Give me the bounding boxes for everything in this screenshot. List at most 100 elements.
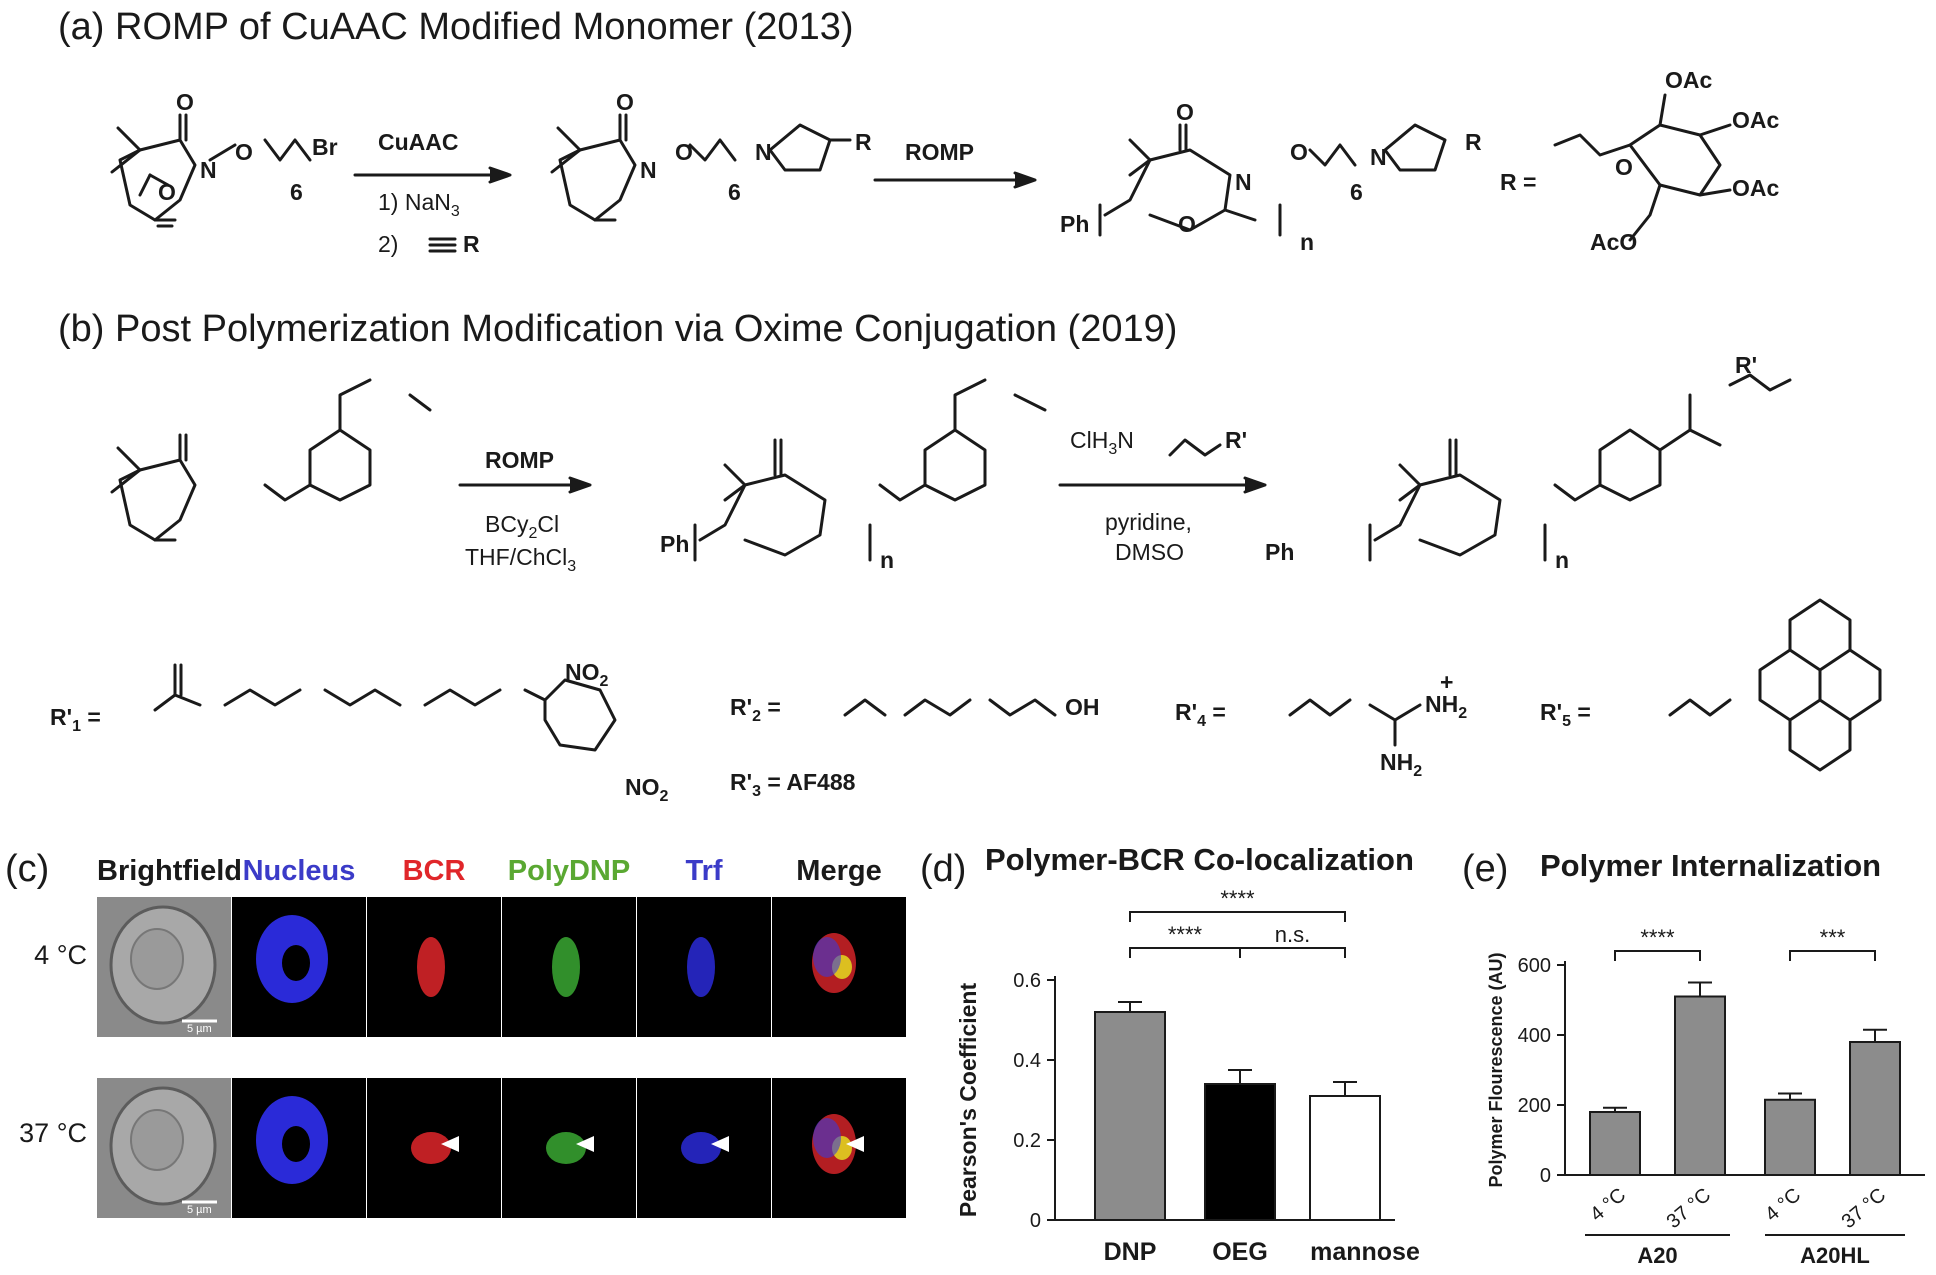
r2-oeg-structure xyxy=(843,698,1057,717)
micrograph-nucleus-37c xyxy=(232,1078,366,1218)
chart-e-title: Polymer Internalization xyxy=(1540,848,1882,883)
y-tick-label: 0.4 xyxy=(1013,1050,1041,1072)
arrow-a1-top: CuAAC xyxy=(378,129,459,155)
atom-carbonyl-o: O xyxy=(176,89,194,115)
significance-bracket xyxy=(1789,950,1876,961)
acetylated-mannose-structure xyxy=(1553,93,1732,242)
r1-label: R'1 = xyxy=(50,704,101,735)
micrograph-polydnp-4c xyxy=(502,897,636,1037)
micrograph-image xyxy=(681,1132,729,1164)
significance-label: n.s. xyxy=(1275,922,1310,947)
panel-a-title: ROMP of CuAAC Modified Monomer (2013) xyxy=(115,6,854,48)
panel-a-heading: (a) ROMP of CuAAC Modified Monomer (2013… xyxy=(58,6,854,49)
micrograph-image xyxy=(417,937,445,997)
r4-guanidinium-structure xyxy=(1288,698,1422,747)
group-label: A20HL xyxy=(1800,1243,1870,1268)
atom-carbonyl-o-2: O xyxy=(616,89,634,115)
r2-label: R'2 = xyxy=(730,694,781,725)
r1-dinitrophenyl-structure xyxy=(153,663,617,752)
x-category-label: mannose xyxy=(1310,1238,1420,1266)
micrograph-image xyxy=(812,933,856,993)
fluorescence-signal xyxy=(687,937,715,997)
atom-n: N xyxy=(200,157,217,183)
atom-ph-b2: Ph xyxy=(1265,539,1294,565)
significance-bracket xyxy=(1129,911,1346,922)
monomer-ketone-structure xyxy=(110,378,432,542)
monomer-triazole-structure xyxy=(550,113,852,222)
x-category-label: 37 °C xyxy=(1663,1184,1716,1233)
monomer-bromide-structure xyxy=(110,113,312,228)
significance-label: *** xyxy=(1820,925,1846,950)
bar-0 xyxy=(1589,1111,1641,1176)
micrograph-polydnp-37c xyxy=(502,1078,636,1218)
atom-o-linker-3: O xyxy=(1290,139,1308,165)
micrograph-image xyxy=(256,1096,328,1184)
nucleus-signal-void xyxy=(282,945,310,981)
y-tick-label: 600 xyxy=(1518,955,1551,977)
atom-br: Br xyxy=(312,134,338,160)
micrograph-image: 5 µm xyxy=(109,1086,217,1216)
atom-o-linker: O xyxy=(235,139,253,165)
y-tick-label: 0.6 xyxy=(1013,970,1041,992)
aco-left: AcO xyxy=(1590,229,1637,255)
significance-label: **** xyxy=(1168,922,1203,947)
column-header-nucleus: Nucleus xyxy=(242,855,356,887)
group-label: A20 xyxy=(1637,1243,1677,1268)
arrow-b2-bot2: DMSO xyxy=(1115,539,1184,565)
merge-nucleus-signal xyxy=(813,937,841,977)
chart-d-title: Polymer-BCR Co-localization xyxy=(985,842,1414,877)
x-category-label: OEG xyxy=(1212,1238,1268,1266)
r5-pyrene-structure xyxy=(1668,598,1882,772)
fluorescence-signal xyxy=(681,1132,721,1164)
significance-label: **** xyxy=(1220,886,1255,911)
column-header-polydnp: PolyDNP xyxy=(507,855,631,887)
significance-bracket xyxy=(1239,947,1346,958)
column-header-bcr: BCR xyxy=(402,855,466,887)
micrograph-image xyxy=(687,937,715,997)
arrowhead-marker xyxy=(576,1136,594,1152)
oac-top: OAc xyxy=(1665,67,1713,93)
linker-6-2: 6 xyxy=(728,179,741,205)
polymer-n-b2: n xyxy=(1555,547,1569,573)
micrograph-image xyxy=(546,1132,594,1164)
micrograph-merge-4c xyxy=(772,897,906,1037)
linker-6-3: 6 xyxy=(1350,179,1363,205)
merge-nucleus-signal xyxy=(813,1118,841,1158)
bar-2 xyxy=(1309,1095,1381,1221)
oxime-rprime: R' xyxy=(1735,352,1757,378)
y-tick-label: 200 xyxy=(1518,1095,1551,1117)
significance-bracket xyxy=(1614,950,1701,961)
fluorescence-signal xyxy=(417,937,445,997)
x-category-label: 37 °C xyxy=(1838,1184,1891,1233)
linker-6: 6 xyxy=(290,179,303,205)
panel-b-heading: (b) Post Polymerization Modification via… xyxy=(58,308,1177,351)
atom-sugar-ring-o: O xyxy=(1615,154,1633,180)
arrow-a1-step2: 2) xyxy=(378,231,398,257)
panel-e-label: (e) xyxy=(1462,848,1509,890)
column-header-brightfield: Brightfield xyxy=(97,855,242,887)
micrograph-image xyxy=(552,937,580,997)
arrow-a1-step2-r: R xyxy=(463,231,480,257)
polymer-ketone-structure xyxy=(693,378,1047,562)
micrograph-image xyxy=(256,915,328,1003)
micrograph-bcr-37c xyxy=(367,1078,501,1218)
y-tick-label: 0 xyxy=(1030,1210,1041,1232)
significance-bracket xyxy=(1129,947,1241,958)
arrowhead-marker xyxy=(711,1136,729,1152)
r5-label: R'5 = xyxy=(1540,699,1591,730)
panel-c-label: (c) xyxy=(5,848,50,890)
bar-3 xyxy=(1849,1041,1901,1176)
micrograph-bcr-4c xyxy=(367,897,501,1037)
polymer-n-b1: n xyxy=(880,547,894,573)
arrow-b1-bot1: BCy2Cl xyxy=(485,511,559,542)
y-tick-label: 0.2 xyxy=(1013,1130,1041,1152)
r1-no2-top: NO2 xyxy=(565,659,609,690)
atom-n-2: N xyxy=(640,157,657,183)
y-tick-label: 400 xyxy=(1518,1025,1551,1047)
r4-nh2-bottom: NH2 xyxy=(1380,749,1422,780)
oac-right: OAc xyxy=(1732,107,1780,133)
fluorescence-signal xyxy=(411,1132,451,1164)
r4-plus: + xyxy=(1440,669,1453,695)
nucleus-signal-void xyxy=(282,1126,310,1162)
atom-r-3: R xyxy=(1465,129,1482,155)
